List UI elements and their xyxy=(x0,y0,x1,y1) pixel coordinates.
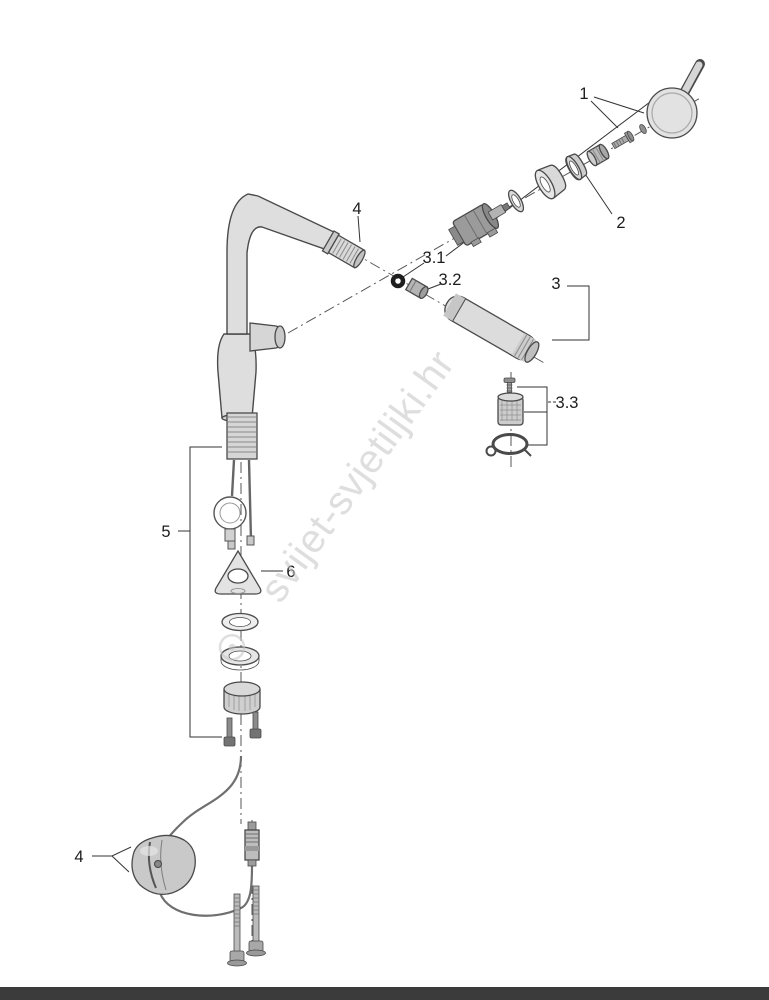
cartridge xyxy=(448,202,511,248)
cartridge-ring xyxy=(507,189,525,213)
retaining-ring xyxy=(565,153,588,181)
label-aerator-kit: 3.3 xyxy=(556,394,579,412)
spray-oring xyxy=(390,273,406,289)
label-spray-head: 3 xyxy=(551,275,560,293)
label-handle-group: 1 xyxy=(579,85,588,103)
label-cartridge-group: 2 xyxy=(616,214,625,232)
handle-washer xyxy=(639,124,647,134)
handle-lever xyxy=(646,59,705,139)
handle-screw xyxy=(611,130,635,150)
mounting-nut xyxy=(223,681,261,715)
washer-thin xyxy=(221,612,259,632)
faucet-body xyxy=(216,193,337,423)
stabilizer-plate xyxy=(214,549,262,595)
part-labels: 1 2 3 3.1 3.2 3.3 4 5 6 4 xyxy=(74,85,625,866)
retaining-clip xyxy=(485,433,532,457)
watermark-text: svijet-svjetiljki.hr xyxy=(252,343,463,611)
bushing xyxy=(586,143,610,167)
mounting-bolt-left xyxy=(227,893,247,967)
handle-boss xyxy=(249,322,286,352)
hose-weight xyxy=(131,834,196,896)
spray-head xyxy=(443,293,540,363)
footer-bar xyxy=(0,987,769,1000)
label-spray-oring: 3.1 xyxy=(423,249,446,267)
hose-coupling xyxy=(244,821,260,867)
threaded-shank xyxy=(226,412,258,460)
label-mounting-kit: 5 xyxy=(161,523,170,541)
watermark-logo-icon xyxy=(218,634,246,661)
mounting-bolt-right xyxy=(246,885,266,957)
spray-insert xyxy=(404,277,429,300)
label-hose-weight: 4 xyxy=(74,848,83,866)
dome-cap xyxy=(534,164,567,200)
spout-tip-threads xyxy=(321,230,366,269)
clamp-screw-right xyxy=(249,711,262,739)
label-stabilizer-plate: 6 xyxy=(286,563,295,581)
aerator-insert xyxy=(497,392,524,426)
aerator-screw xyxy=(503,377,516,393)
hose-guide xyxy=(213,496,247,542)
label-spout-coupling: 4 xyxy=(352,200,361,218)
label-spray-insert: 3.2 xyxy=(439,271,462,289)
clamp-screw-left xyxy=(223,717,236,747)
